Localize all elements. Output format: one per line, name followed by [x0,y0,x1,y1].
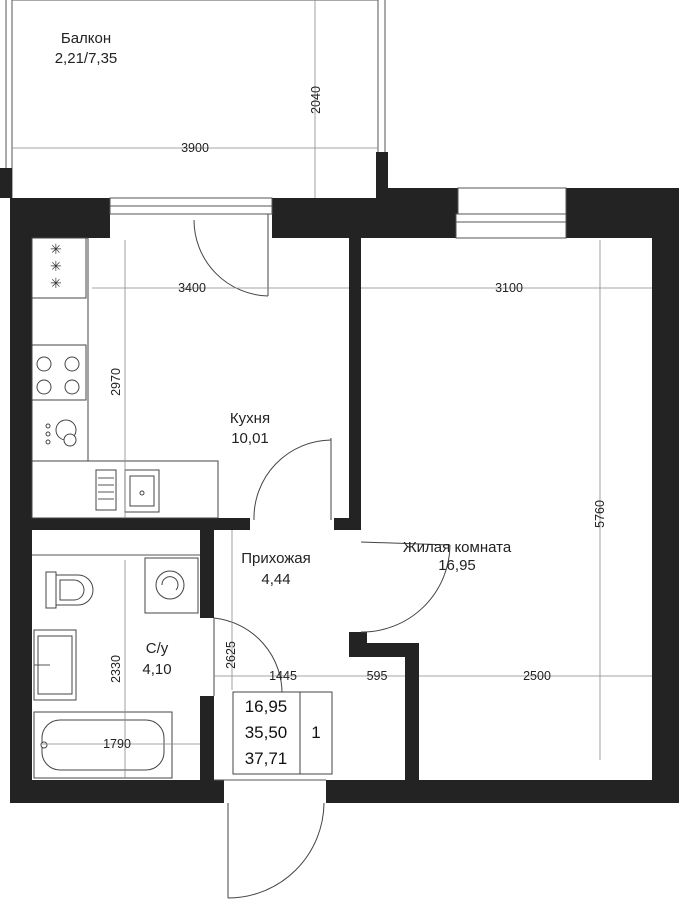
washing-machine-icon [144,557,199,614]
room-area: 16,95 [438,557,476,574]
total-area-value: 35,50 [245,723,288,742]
sink-icon [124,469,160,513]
room-name: Кухня [230,410,270,427]
room-label-living: Жилая комната 16,95 [403,539,512,574]
dimension-labels: 3900 2040 3400 3100 2970 5760 2625 1445 … [103,86,607,751]
toilet-icon [45,571,94,609]
balcony [0,0,388,201]
room-area: 4,44 [261,571,290,588]
room-name: Прихожая [241,550,311,567]
room-area: 2,21/7,35 [55,50,118,67]
svg-text:✳: ✳ [50,275,62,291]
burner-icon [45,419,77,447]
dim-living-lower-width: 2500 [523,669,551,683]
rooms-count: 1 [311,723,320,742]
washbasin-icon [33,629,77,701]
dim-kitchen-depth: 2970 [109,368,123,396]
living-area-value: 16,95 [245,697,288,716]
dimension-lines [12,0,652,778]
stove-icon [31,344,87,401]
dim-balcony-depth: 2040 [309,86,323,114]
room-label-hall: Прихожая 4,44 [241,550,311,588]
total-with-balcony-value: 37,71 [245,749,288,768]
bathroom-fixtures [32,554,200,779]
room-label-bathroom: С/у 4,10 [142,640,171,678]
room-area: 4,10 [142,661,171,678]
room-label-kitchen: Кухня 10,01 [230,410,270,447]
fridge-icon: ✳ ✳ ✳ [31,237,87,299]
dim-kitchen-width: 3400 [178,281,206,295]
dim-bath-depth: 2330 [109,655,123,683]
dim-hall-depth: 2625 [224,641,238,669]
dim-living-width: 3100 [495,281,523,295]
dim-hall-width: 1445 [269,669,297,683]
room-label-balcony: Балкон 2,21/7,35 [55,30,118,67]
room-name: Жилая комната [403,539,512,556]
area-summary-table: 16,95 35,50 37,71 1 [232,691,333,775]
dim-offset: 595 [367,669,388,683]
dim-balcony-width: 3900 [181,141,209,155]
bathtub-icon [33,711,173,779]
svg-text:✳: ✳ [50,258,62,274]
walls [10,188,679,803]
room-name: Балкон [61,30,111,47]
doors [193,214,451,899]
windows [109,187,567,239]
room-name: С/у [146,640,169,657]
svg-text:✳: ✳ [50,241,62,257]
room-area: 10,01 [231,430,269,447]
dishwasher-icon [95,469,117,511]
dim-living-depth: 5760 [593,500,607,528]
dim-bath-width: 1790 [103,737,131,751]
